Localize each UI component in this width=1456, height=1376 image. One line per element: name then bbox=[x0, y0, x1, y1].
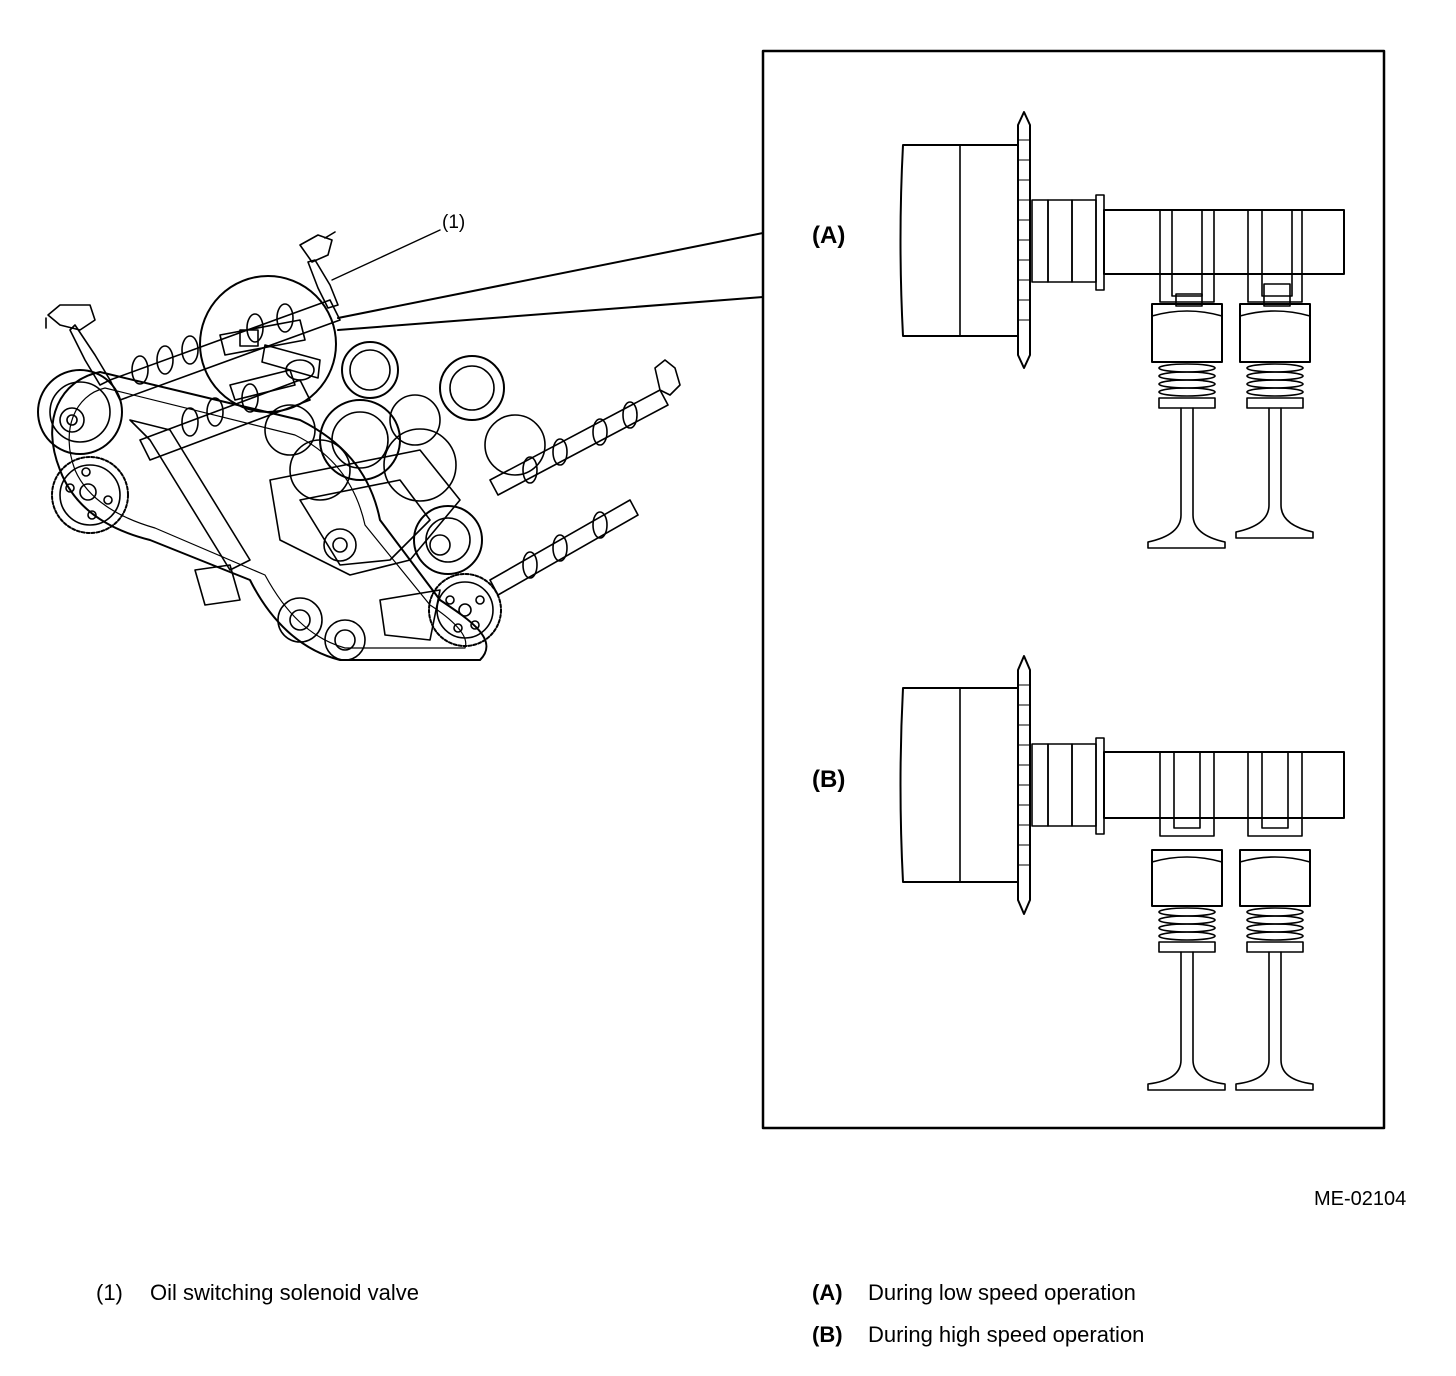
right-upper-camshaft bbox=[489, 359, 681, 496]
right-upper-sprocket bbox=[413, 505, 483, 575]
legend-text-1: Oil switching solenoid valve bbox=[150, 1280, 420, 1305]
legend-key-1: (1) bbox=[96, 1280, 123, 1305]
legend-key-b: (B) bbox=[812, 1322, 843, 1347]
left-solenoid-valve bbox=[45, 304, 111, 386]
callout-label-1: (1) bbox=[442, 212, 466, 233]
callout-wedge bbox=[337, 232, 764, 331]
view-b-valvetrain bbox=[899, 655, 1345, 1091]
legend-text-b: During high speed operation bbox=[868, 1322, 1145, 1347]
view-a-label: (A) bbox=[812, 222, 846, 249]
idler-pulleys bbox=[277, 528, 366, 661]
detail-magnifier bbox=[199, 275, 337, 413]
left-upper-sprocket bbox=[37, 369, 123, 455]
legend-text-a: During low speed operation bbox=[868, 1280, 1136, 1305]
view-b-label: (B) bbox=[812, 766, 846, 793]
crankcase bbox=[264, 341, 546, 576]
detail-panel bbox=[761, 49, 1386, 1130]
left-lower-camshaft bbox=[139, 379, 311, 461]
left-upper-camshaft bbox=[109, 299, 341, 401]
chain-tensioners bbox=[129, 419, 441, 641]
engine-illustration bbox=[37, 229, 681, 661]
legend-key-a: (A) bbox=[812, 1280, 843, 1305]
figure-code: ME-02104 bbox=[1314, 1188, 1407, 1210]
left-lower-sprocket bbox=[51, 456, 129, 534]
right-lower-sprocket bbox=[428, 573, 502, 647]
view-a-valvetrain bbox=[899, 111, 1345, 549]
right-solenoid-valve bbox=[299, 231, 339, 309]
right-lower-camshaft bbox=[489, 499, 639, 596]
